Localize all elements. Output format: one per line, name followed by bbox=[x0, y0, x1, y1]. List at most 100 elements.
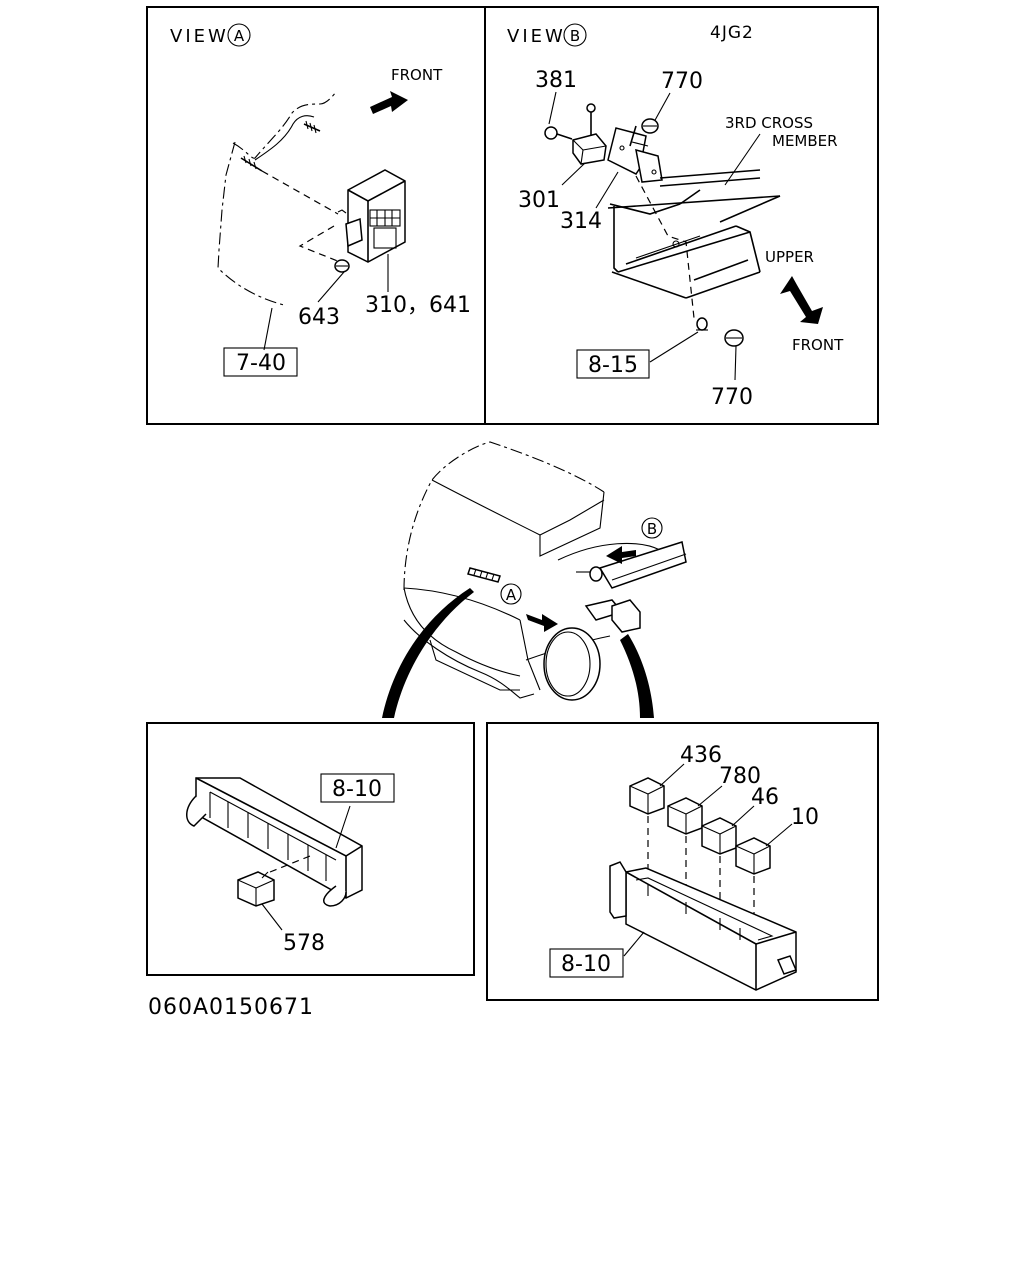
marker-b-circle bbox=[641, 517, 663, 539]
truck-windshield bbox=[539, 491, 605, 557]
view-a-badge-circle bbox=[227, 23, 251, 47]
truck-wheel-inner bbox=[545, 631, 591, 697]
upper-label: UPPER bbox=[765, 248, 814, 266]
ref-8-15: 8-15 bbox=[588, 353, 638, 378]
front-arrow-icon bbox=[370, 91, 408, 114]
ref-7-40-box bbox=[223, 347, 298, 377]
truck-illustration: A B bbox=[382, 441, 687, 718]
relay-box bbox=[609, 861, 798, 991]
leader-8-10-right bbox=[623, 931, 645, 957]
part-46: 46 bbox=[751, 785, 779, 810]
body-panel-outline bbox=[217, 141, 285, 306]
callout-curve-right bbox=[620, 634, 654, 718]
relay-780 bbox=[667, 797, 703, 835]
leader-436 bbox=[659, 763, 685, 787]
truck-front-arrow-icon bbox=[526, 614, 558, 632]
truck-component-a bbox=[467, 567, 501, 583]
relay-436 bbox=[629, 777, 665, 815]
drawing-code: 060A0150671 bbox=[148, 995, 314, 1020]
leader-8-10-left bbox=[335, 805, 351, 849]
truck-wheel bbox=[543, 627, 601, 701]
truck-cab-outline bbox=[403, 441, 605, 591]
ref-8-10-right: 8-10 bbox=[561, 952, 611, 977]
view-b-frame bbox=[484, 6, 879, 425]
relay-10 bbox=[735, 837, 771, 875]
nut-643 bbox=[334, 259, 350, 273]
ref-8-10-left: 8-10 bbox=[332, 777, 382, 802]
bottom-right-panel: 436 780 46 10 bbox=[486, 722, 879, 1001]
part-578: 578 bbox=[283, 931, 325, 956]
cross-member-line-2: MEMBER bbox=[772, 132, 838, 150]
bolt-guide-line bbox=[635, 175, 695, 319]
part-643: 643 bbox=[298, 305, 340, 330]
nut-770-bottom bbox=[724, 329, 744, 347]
upper-front-arrow-icon bbox=[780, 276, 823, 324]
part-10: 10 bbox=[791, 805, 819, 830]
engine-code: 4JG2 bbox=[710, 23, 754, 43]
view-b-badge-circle bbox=[563, 23, 587, 47]
leader-46 bbox=[731, 805, 755, 827]
leader-643 bbox=[317, 271, 345, 303]
leader-578 bbox=[261, 903, 283, 931]
part-381: 381 bbox=[535, 68, 577, 93]
front-label-b: FRONT bbox=[792, 336, 844, 354]
part-770-bottom: 770 bbox=[711, 385, 753, 410]
callout-curve-left bbox=[382, 588, 474, 718]
truck-front-lower bbox=[403, 587, 521, 677]
bolt-381 bbox=[544, 126, 573, 140]
truck-hood-line bbox=[403, 587, 521, 621]
part-301: 301 bbox=[518, 188, 560, 213]
leader-780 bbox=[697, 785, 723, 807]
body-panel-lip bbox=[254, 115, 315, 161]
view-a-front-label: FRONT bbox=[391, 66, 443, 84]
leader-7-40 bbox=[263, 307, 273, 351]
marker-b: B bbox=[647, 520, 657, 538]
leader-10 bbox=[765, 823, 793, 847]
truck-bumper-inner bbox=[429, 639, 520, 691]
bottom-left-frame bbox=[146, 722, 475, 976]
leader-770-bottom bbox=[734, 345, 737, 381]
bolt-8-15 bbox=[696, 317, 708, 331]
view-b-title: VIEW bbox=[507, 26, 566, 47]
leader-314 bbox=[595, 171, 619, 209]
bracket-314 bbox=[607, 125, 663, 183]
part-780: 780 bbox=[719, 764, 761, 789]
nut-guide-line bbox=[298, 225, 341, 263]
stud-lower bbox=[240, 155, 263, 172]
marker-a: A bbox=[506, 586, 517, 604]
leader-381 bbox=[548, 91, 557, 125]
view-a-title: VIEW bbox=[170, 26, 229, 47]
view-b-panel: VIEW B 4JG2 381 770 3RD CROSS MEMBER 301 bbox=[484, 6, 879, 425]
ref-8-15-box bbox=[576, 349, 650, 379]
switch-301 bbox=[572, 103, 607, 165]
leader-301 bbox=[561, 162, 586, 186]
view-a-panel: VIEW A FRONT bbox=[146, 6, 486, 425]
part-314: 314 bbox=[560, 209, 602, 234]
relay-46 bbox=[701, 817, 737, 855]
bottom-left-panel: 8-10 578 bbox=[146, 722, 475, 976]
ref-8-10-right-box bbox=[549, 948, 624, 978]
leader-8-15 bbox=[649, 331, 699, 363]
view-a-badge: A bbox=[234, 27, 245, 45]
part-770-top: 770 bbox=[661, 69, 703, 94]
relay-holder-left bbox=[186, 777, 363, 907]
view-b-arrow-icon bbox=[606, 546, 636, 564]
cross-member-line-1: 3RD CROSS bbox=[725, 114, 813, 132]
bottom-right-frame bbox=[486, 722, 879, 1001]
truck-frame-rail-inner bbox=[611, 553, 687, 581]
leader-cross-member bbox=[724, 133, 761, 186]
truck-roof-edge bbox=[431, 479, 605, 536]
part-436: 436 bbox=[680, 743, 722, 768]
relay-578 bbox=[237, 871, 275, 907]
nut-770-top bbox=[641, 118, 659, 134]
stud-upper bbox=[303, 120, 321, 134]
truck-frame-rail bbox=[598, 541, 687, 589]
truck-fender-line bbox=[557, 542, 661, 561]
view-b-badge: B bbox=[570, 27, 580, 45]
ref-7-40: 7-40 bbox=[236, 351, 286, 376]
marker-a-circle bbox=[500, 583, 522, 605]
stud-guide-line bbox=[261, 170, 339, 215]
ref-8-10-left-box bbox=[320, 773, 395, 803]
cross-member bbox=[607, 169, 781, 299]
